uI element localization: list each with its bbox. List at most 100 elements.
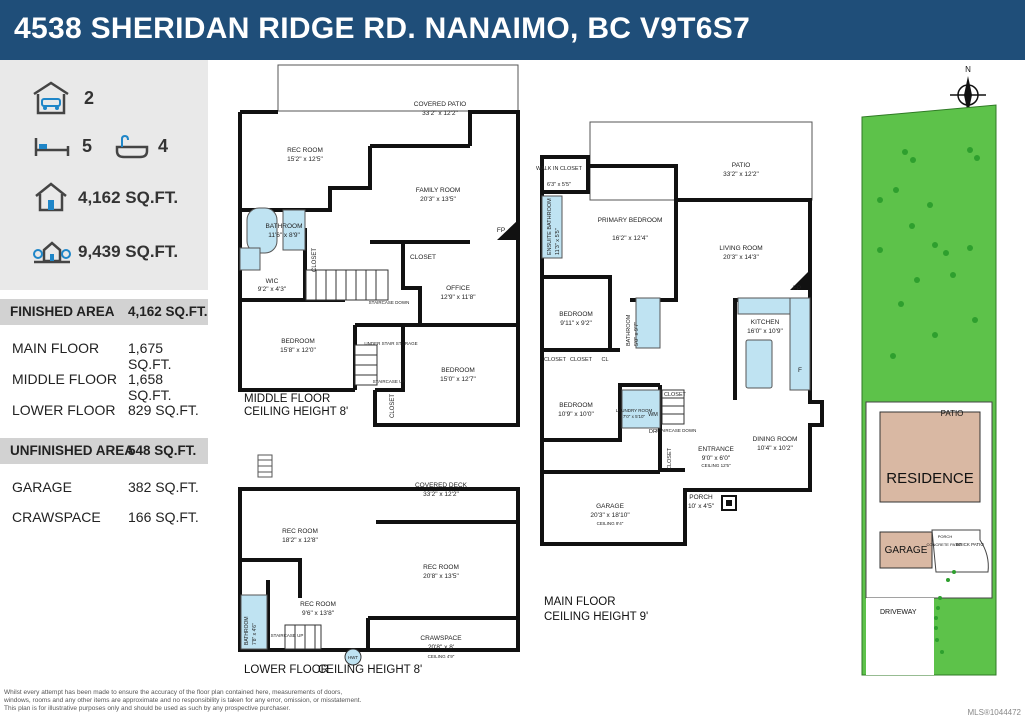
house-area: 4,162 SQ.FT. xyxy=(78,188,179,207)
dim-dining-room: 10'4" x 10'2" xyxy=(757,445,793,452)
dim-patio: 33'2" x 12'2" xyxy=(723,171,759,178)
dim-bathroom: 11'6" x 8'9" xyxy=(268,232,300,239)
label-staircase-up-lower: STAIRCASE UP xyxy=(271,633,304,638)
dim-entrance: 9'0" x 6'0" xyxy=(702,455,731,462)
middle-floor-ceiling: CEILING HEIGHT 8' xyxy=(244,406,348,418)
lot-area: 9,439 SQ.FT. xyxy=(78,242,179,261)
label-covered-patio: COVERED PATIO xyxy=(414,101,467,108)
label-closet: CLOSET xyxy=(410,254,436,261)
dim-covered-patio: 33'2" x 12'2" xyxy=(422,110,458,117)
dim-bedroom: 15'8" x 12'0" xyxy=(280,347,316,354)
middle-floor-plan: COVERED PATIO 33'2" x 12'2" REC ROOM 15'… xyxy=(238,64,520,427)
disclaimer-line: Whilst every attempt has been made to en… xyxy=(4,689,343,696)
dim-primary-bedroom: 16'2" x 12'4" xyxy=(612,235,648,242)
label-closet-main: CLOSET xyxy=(544,357,567,363)
lower-floor-caption: LOWER FLOOR xyxy=(244,664,329,676)
property-summary: 2 5 4 4,162 SQ.FT. 9,439 SQ.FT. FINISHED… xyxy=(0,60,208,687)
dim-bedroom-2: 15'0" x 12'7" xyxy=(440,376,476,383)
label-entrance-ceiling: CEILING 12'5" xyxy=(701,463,731,468)
label-rec-room-2: REC ROOM xyxy=(423,564,459,571)
label-staircase-down-main: STAIRCASE DOWN xyxy=(656,428,697,433)
bedroom-count: 5 xyxy=(82,136,93,156)
mls-number: MLS®1044472 xyxy=(967,708,1022,717)
label-f: F xyxy=(798,367,802,374)
label-bedroom-a: BEDROOM xyxy=(559,311,593,318)
finished-area-header: FINISHED AREA 4,162 SQ.FT. xyxy=(0,299,208,325)
label-bathroom: BATHROOM xyxy=(265,223,302,230)
label-garage: GARAGE xyxy=(596,503,624,510)
dim-rec-room-2: 20'8" x 13'5" xyxy=(423,573,459,580)
finished-area-label: FINISHED AREA xyxy=(10,304,115,319)
unfinished-area-label: UNFINISHED AREA xyxy=(10,443,135,458)
stats-panel: 2 5 4 4,162 SQ.FT. 9,439 SQ.FT. xyxy=(0,60,208,290)
label-bedroom-b: BEDROOM xyxy=(559,402,593,409)
label-bathroom-main: BATHROOM xyxy=(626,314,632,346)
label-brick-patio: BRICK PATIO xyxy=(956,542,984,547)
bed-icon xyxy=(34,138,70,156)
label-staircase-up: STAIRCASE UP xyxy=(373,379,406,384)
disclaimer: Whilst every attempt has been made to en… xyxy=(4,689,524,713)
label-driveway: DRIVEWAY xyxy=(880,609,917,616)
unfinished-area-header: UNFINISHED AREA 548 SQ.FT. xyxy=(0,438,208,464)
bathroom-count: 4 xyxy=(158,136,169,156)
dim-bedroom-b: 10'9" x 10'0" xyxy=(558,411,594,418)
dim-ensuite: 11'3" x 5'5" xyxy=(555,228,561,255)
area-row-label: GARAGE xyxy=(12,479,72,495)
label-crawspace-ceiling: CEILING 4'9" xyxy=(428,654,455,659)
dim-rec-room-1: 18'2" x 12'8" xyxy=(282,537,318,544)
area-row-value: 166 SQ.FT. xyxy=(128,509,199,525)
label-wic: WIC xyxy=(266,278,279,285)
lower-floor-ceiling: CEILING HEIGHT 8' xyxy=(318,664,422,676)
dim-crawspace: 20'8" x 8' xyxy=(428,644,454,651)
lot-icon xyxy=(33,241,71,264)
label-site-patio: PATIO xyxy=(941,409,964,418)
label-living-room: LIVING ROOM xyxy=(719,245,762,252)
dim-kitchen: 16'0" x 10'9" xyxy=(747,328,783,335)
area-row-value: 382 SQ.FT. xyxy=(128,479,199,495)
label-rec-room: REC ROOM xyxy=(287,147,323,154)
label-closet-main-2: CLOSET xyxy=(570,357,593,363)
label-office: OFFICE xyxy=(446,285,470,292)
bathtub-icon xyxy=(115,134,149,159)
label-closet-3: CLOSET xyxy=(390,394,396,418)
label-family-room: FAMILY ROOM xyxy=(416,187,461,194)
label-crawspace: CRAWSPACE xyxy=(420,635,462,642)
area-row-value: 1,675 SQ.FT. xyxy=(128,340,172,372)
dim-rec-room: 15'2" x 12'5" xyxy=(287,156,323,163)
label-rec-room-3: REC ROOM xyxy=(300,601,336,608)
dim-family-room: 20'3" x 13'5" xyxy=(420,196,456,203)
dim-laundry-room: 7'0" x 5'10" xyxy=(623,414,646,419)
disclaimer-line: This plan is for illustrative purposes o… xyxy=(4,705,291,712)
label-staircase-down: STAIRCASE DOWN xyxy=(369,300,410,305)
main-floor-caption: MAIN FLOOR xyxy=(544,596,616,608)
label-site-garage: GARAGE xyxy=(885,545,928,556)
label-primary-bedroom: PRIMARY BEDROOM xyxy=(598,217,663,224)
dim-covered-deck: 33'2" x 12'2" xyxy=(423,491,459,498)
label-residence: RESIDENCE xyxy=(886,470,974,487)
dim-wic: 9'2" x 4'3" xyxy=(258,286,287,293)
label-cl: CL xyxy=(601,357,608,363)
dim-rec-room-3: 9'6" x 13'8" xyxy=(302,610,335,617)
label-kitchen: KITCHEN xyxy=(751,319,780,326)
label-walk-in-closet: WALK IN CLOSET xyxy=(536,166,583,172)
area-row-label: MAIN FLOOR xyxy=(12,340,100,356)
garage-icon xyxy=(33,81,69,115)
label-fp-main: FP xyxy=(793,285,801,292)
disclaimer-line: windows, rooms and any other items are a… xyxy=(4,697,362,704)
label-under-stair-storage: UNDER STAIR STORAGE xyxy=(364,341,417,346)
floor-plans: COVERED PATIO 33'2" x 12'2" REC ROOM 15'… xyxy=(238,64,997,676)
area-row-label: LOWER FLOOR xyxy=(12,402,116,418)
label-north: N xyxy=(965,65,971,74)
label-garage-ceiling: CEILING 9'4" xyxy=(597,521,624,526)
label-concrete-patio: CONCRETE PATIO xyxy=(927,542,962,547)
area-row-label: MIDDLE FLOOR xyxy=(12,371,118,387)
lower-floor-plan: COVERED DECK 33'2" x 12'2" REC ROOM 18'2… xyxy=(238,454,520,676)
label-porch: PORCH xyxy=(689,494,713,501)
label-bedroom: BEDROOM xyxy=(281,338,315,345)
dim-porch: 10' x 4'5" xyxy=(688,503,715,510)
label-hwt: HWT xyxy=(348,655,358,660)
label-patio: PATIO xyxy=(732,162,751,169)
label-rec-room-1: REC ROOM xyxy=(282,528,318,535)
dim-living-room: 20'3" x 14'3" xyxy=(723,254,759,261)
label-closet-entrance: CLOSET xyxy=(667,447,673,470)
